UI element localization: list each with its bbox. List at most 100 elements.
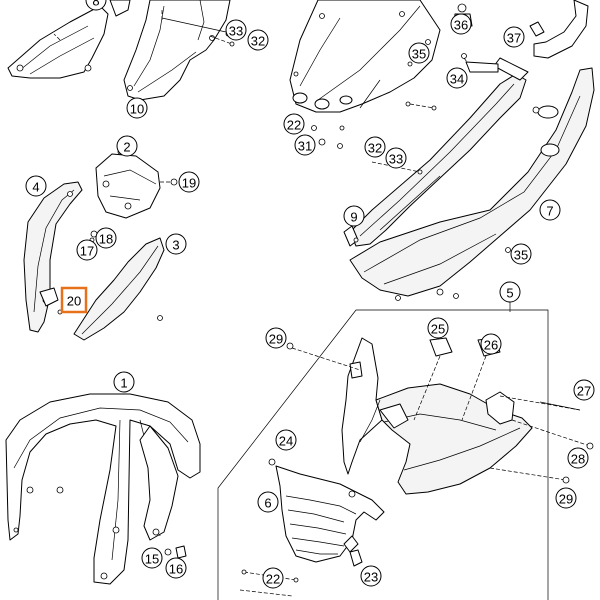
callout-35: 35 bbox=[408, 42, 430, 64]
callout-circle bbox=[555, 487, 577, 509]
callout-circle bbox=[343, 205, 365, 227]
part-tank-cover bbox=[289, 0, 441, 113]
callout-29: 29 bbox=[265, 327, 287, 349]
callout-circle bbox=[85, 0, 107, 11]
callout-7: 7 bbox=[539, 199, 561, 221]
callout-circle bbox=[408, 42, 430, 64]
callout-28: 28 bbox=[567, 447, 589, 469]
callout-20: 20 bbox=[60, 286, 88, 314]
callout-label: 20 bbox=[67, 294, 81, 309]
callout-circle bbox=[427, 317, 449, 339]
callout-label: 25 bbox=[431, 322, 445, 337]
callout-label: 10 bbox=[130, 102, 144, 117]
callout-circle bbox=[141, 547, 163, 569]
callout-33: 33 bbox=[385, 147, 407, 169]
callout-label: 6 bbox=[264, 496, 271, 511]
callout-27: 27 bbox=[573, 379, 595, 401]
callout-22: 22 bbox=[262, 567, 284, 589]
callout-circle bbox=[499, 281, 521, 303]
callout-circle bbox=[450, 13, 472, 35]
callout-label: 27 bbox=[577, 384, 591, 399]
callout-highlight-box bbox=[60, 286, 88, 314]
callout-34: 34 bbox=[446, 67, 468, 89]
part-1-front-fender bbox=[5, 393, 201, 585]
callout-circle bbox=[446, 67, 468, 89]
callout-circle bbox=[76, 239, 98, 261]
callout-29: 29 bbox=[555, 487, 577, 509]
callout-circle bbox=[225, 19, 247, 41]
callout-33: 33 bbox=[225, 19, 247, 41]
callout-5: 5 bbox=[499, 281, 521, 303]
callout-label: 37 bbox=[507, 31, 521, 46]
callout-circle bbox=[116, 135, 138, 157]
callout-label: 4 bbox=[32, 180, 39, 195]
callout-3: 3 bbox=[165, 233, 187, 255]
callout-label: 33 bbox=[229, 24, 243, 39]
callout-circle bbox=[113, 371, 135, 393]
callout-23: 23 bbox=[360, 565, 382, 587]
callout-label: 29 bbox=[559, 492, 573, 507]
callout-label: 35 bbox=[412, 47, 426, 62]
callout-label: 17 bbox=[80, 244, 94, 259]
callout-22: 22 bbox=[283, 113, 305, 135]
callout-1: 1 bbox=[113, 371, 135, 393]
callout-label: 22 bbox=[266, 572, 280, 587]
callout-label: 22 bbox=[287, 118, 301, 133]
callout-label: 19 bbox=[182, 176, 196, 191]
callout-label: 31 bbox=[298, 139, 312, 154]
callout-16: 16 bbox=[165, 557, 187, 579]
callout-37: 37 bbox=[503, 26, 525, 48]
callout-10: 10 bbox=[126, 97, 148, 119]
callout-circle bbox=[275, 429, 297, 451]
callout-15: 15 bbox=[141, 547, 163, 569]
callout-circle bbox=[539, 199, 561, 221]
callout-circle bbox=[178, 171, 200, 193]
callout-9: 9 bbox=[343, 205, 365, 227]
callout-24: 24 bbox=[275, 429, 297, 451]
callout-circle bbox=[25, 175, 47, 197]
callout-label: 35 bbox=[514, 248, 528, 263]
callout-25: 25 bbox=[427, 317, 449, 339]
part-4-side-trim bbox=[23, 181, 83, 333]
callout-circle bbox=[247, 29, 269, 51]
part-9-frame-cover bbox=[343, 57, 529, 247]
callout-8: 8 bbox=[85, 0, 107, 11]
callout-17: 17 bbox=[76, 239, 98, 261]
callout-label: 32 bbox=[251, 34, 265, 49]
callout-circle bbox=[567, 447, 589, 469]
callout-label: 15 bbox=[145, 552, 159, 567]
callout-19: 19 bbox=[178, 171, 200, 193]
callout-6: 6 bbox=[257, 491, 279, 513]
callout-31: 31 bbox=[294, 134, 316, 156]
callout-circle bbox=[165, 233, 187, 255]
part-5-fairing bbox=[286, 337, 594, 495]
callout-circle bbox=[257, 491, 279, 513]
callout-4: 4 bbox=[25, 175, 47, 197]
callout-circle bbox=[510, 243, 532, 265]
part-7-side-panel bbox=[349, 67, 595, 301]
callout-circle bbox=[95, 227, 117, 249]
callout-label: 5 bbox=[506, 286, 513, 301]
callout-circle bbox=[262, 567, 284, 589]
callout-label: 1 bbox=[120, 376, 127, 391]
callout-circle bbox=[385, 147, 407, 169]
part-top-left-trim bbox=[7, 0, 131, 79]
callout-circle bbox=[573, 379, 595, 401]
callout-label: 28 bbox=[571, 452, 585, 467]
callout-label: 23 bbox=[364, 570, 378, 585]
callout-circle bbox=[265, 327, 287, 349]
callout-circle bbox=[360, 565, 382, 587]
callout-label: 18 bbox=[99, 232, 113, 247]
callout-label: 29 bbox=[269, 332, 283, 347]
callout-label: 36 bbox=[454, 18, 468, 33]
callout-label: 9 bbox=[350, 210, 357, 225]
callout-label: 26 bbox=[484, 338, 498, 353]
callout-label: 2 bbox=[123, 140, 130, 155]
callout-circle bbox=[283, 113, 305, 135]
callout-circle bbox=[294, 134, 316, 156]
callout-label: 8 bbox=[92, 0, 99, 9]
callout-circle bbox=[165, 557, 187, 579]
callout-32: 32 bbox=[247, 29, 269, 51]
